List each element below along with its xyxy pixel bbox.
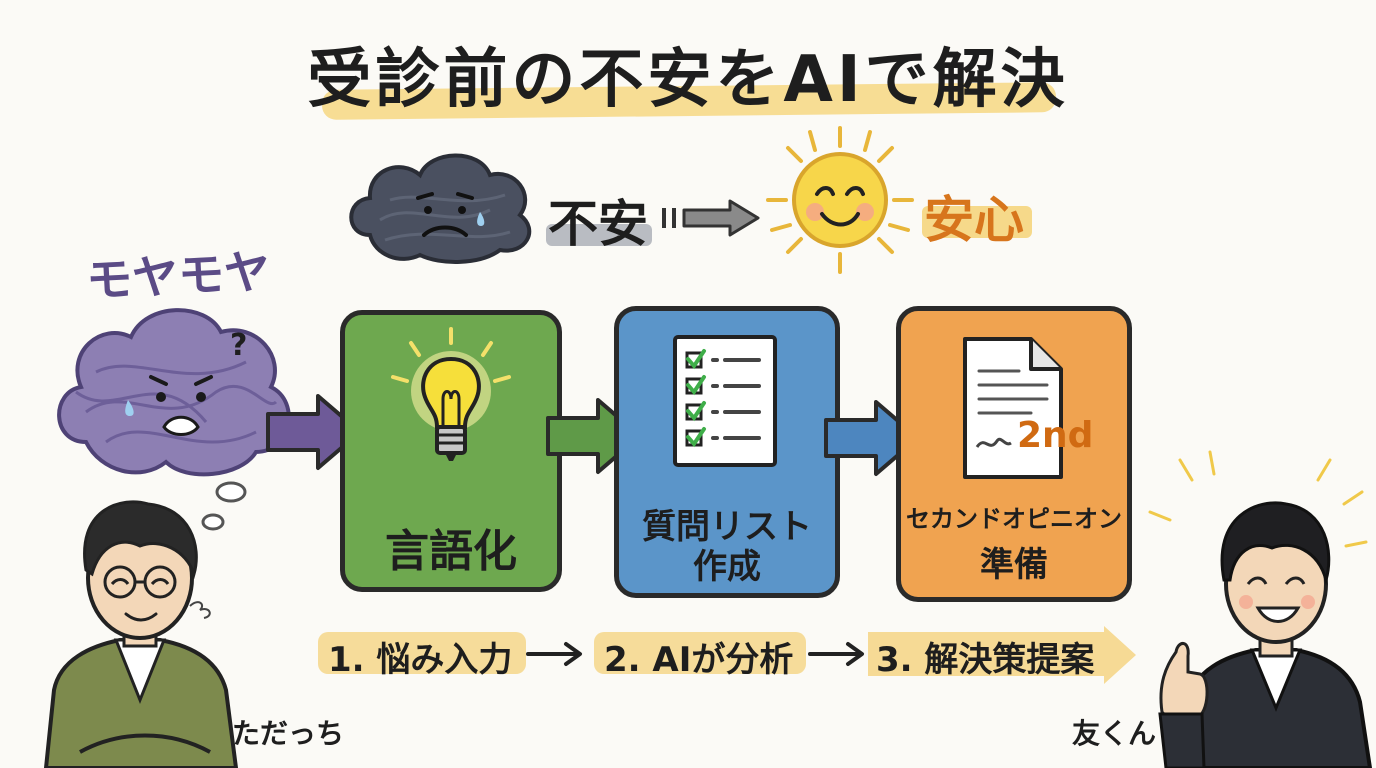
flow-arrow-1	[526, 642, 582, 666]
person-left-name: ただっち	[232, 717, 345, 750]
title-container: 受診前の不安をAIで解決	[0, 28, 1376, 120]
thought-bubbles	[201, 481, 247, 531]
worry-cloud-icon	[57, 308, 291, 477]
flow-arrow-2	[808, 642, 864, 666]
person-right-avatar	[1148, 450, 1373, 768]
sun-icon	[766, 126, 914, 274]
flow-step-2: 2. AIが分析	[604, 640, 794, 680]
mood-after: 安心	[924, 191, 1024, 249]
mood-arrow-icon	[662, 199, 760, 237]
flow-step-1: 1. 悩み入力	[328, 640, 513, 680]
mood-before: 不安	[548, 195, 648, 253]
mood-before-highlight	[546, 224, 652, 246]
step-2-label-line1: 質問リスト	[642, 507, 812, 547]
mood-after-highlight	[922, 206, 1032, 238]
question-mark: ?	[230, 328, 248, 363]
step-1-card: 言語化	[340, 310, 562, 592]
step-1-label: 言語化	[385, 526, 517, 577]
step-3-card: 2nd セカンドオピニオン 準備	[896, 306, 1132, 602]
checklist-icon	[673, 335, 777, 467]
arrow-to-step1	[266, 394, 362, 470]
flow-3-highlight	[868, 626, 1136, 684]
person-left-avatar	[43, 500, 239, 768]
lightbulb-icon	[391, 327, 511, 461]
document-icon	[963, 337, 1063, 479]
flow-step-3: 3. 解決策提案	[876, 640, 1095, 680]
person-right-name: 友くん	[1072, 717, 1157, 750]
storm-cloud-icon	[349, 153, 532, 264]
second-badge: 2nd	[1017, 415, 1094, 456]
flow-1-highlight	[318, 632, 526, 674]
page-title: 受診前の不安をAIで解決	[307, 43, 1069, 117]
step-3-label-line1: セカンドオピニオン	[906, 505, 1122, 533]
step-2-card: 質問リスト 作成	[614, 306, 840, 598]
flow-2-highlight	[594, 632, 806, 674]
step-3-label-line2: 準備	[980, 545, 1048, 585]
step-2-label-line2: 作成	[693, 547, 761, 587]
